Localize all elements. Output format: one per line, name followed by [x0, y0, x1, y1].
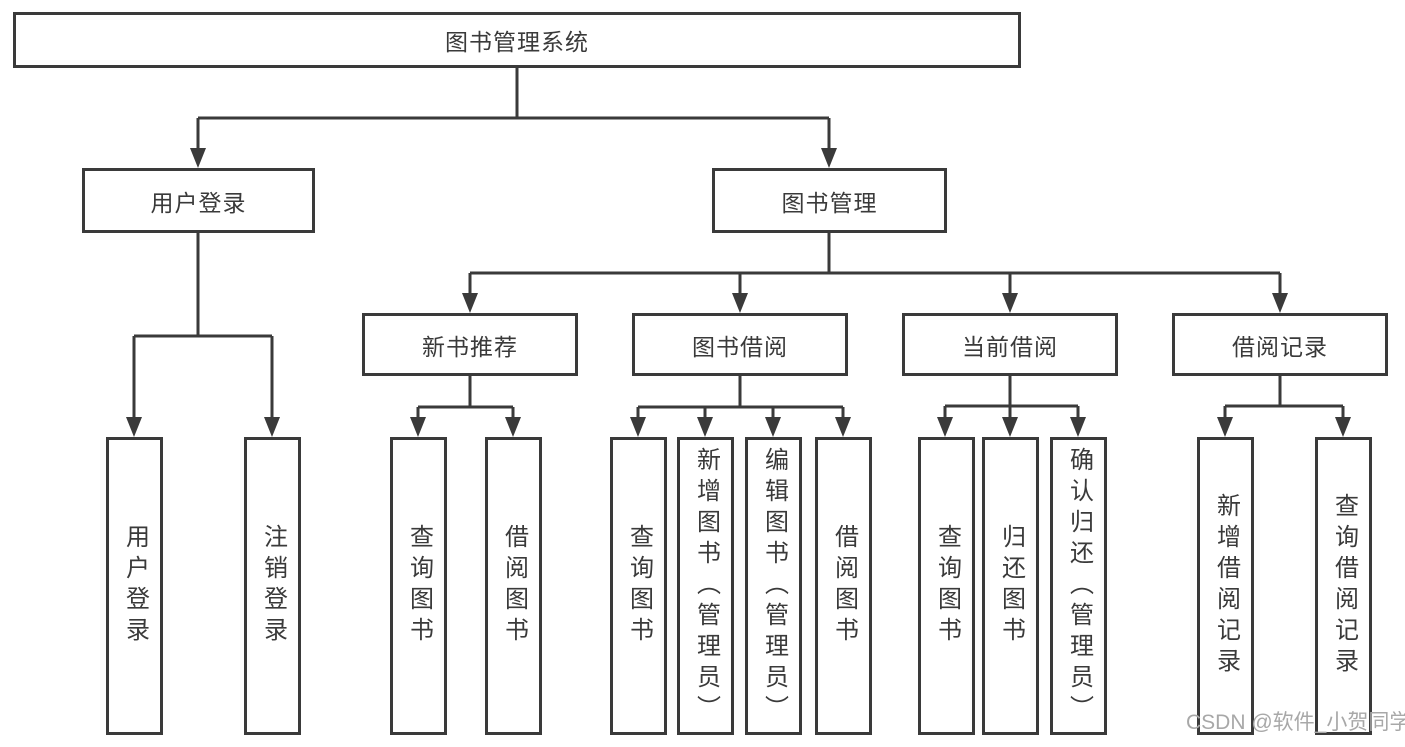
- connector-user-login-children: [132, 233, 274, 420]
- node-borrowing-records: 借阅记录: [1172, 313, 1388, 376]
- leaf-label: 编辑图书（管理员）: [760, 446, 788, 726]
- arrow-icon: [462, 293, 478, 313]
- node-leaf-query-books-3: 查询图书: [918, 437, 975, 735]
- arrow-icon: [190, 148, 206, 168]
- node-leaf-query-borrow-record: 查询借阅记录: [1315, 437, 1372, 735]
- arrow-icon: [505, 417, 521, 437]
- watermark: CSDN @软件_小贺同学: [1186, 711, 1405, 734]
- node-leaf-confirm-return-admin: 确认归还（管理员）: [1050, 437, 1107, 735]
- leaf-label: 借阅图书: [830, 524, 858, 648]
- node-leaf-edit-books-admin: 编辑图书（管理员）: [745, 437, 802, 735]
- node-leaf-user-login: 用户登录: [106, 437, 163, 735]
- arrow-icon: [1002, 417, 1018, 437]
- arrow-icon: [821, 148, 837, 168]
- leaf-label: 新增图书（管理员）: [692, 446, 720, 726]
- leaf-label: 归还图书: [997, 524, 1025, 648]
- connector-book-borrowing-children: [636, 376, 845, 420]
- arrow-icon: [1002, 293, 1018, 313]
- leaf-label: 查询图书: [933, 524, 961, 648]
- arrow-icon: [264, 417, 280, 437]
- arrow-icon: [126, 417, 142, 437]
- node-book-management: 图书管理: [712, 168, 947, 233]
- arrow-icon: [1217, 417, 1233, 437]
- node-book-borrowing: 图书借阅: [632, 313, 848, 376]
- connector-book-management-children: [468, 233, 1282, 296]
- connector-borrowing-records-children: [1223, 376, 1345, 420]
- node-leaf-borrow-books-2: 借阅图书: [815, 437, 872, 735]
- leaf-label: 借阅图书: [500, 524, 528, 648]
- node-leaf-query-books-1: 查询图书: [390, 437, 447, 735]
- leaf-label: 查询图书: [405, 524, 433, 648]
- node-user-login-label: 用户登录: [150, 189, 247, 216]
- leaf-label: 注销登录: [259, 524, 287, 648]
- node-leaf-query-books-2: 查询图书: [610, 437, 667, 735]
- arrow-icon: [697, 417, 713, 437]
- arrow-icon: [835, 417, 851, 437]
- node-root-label: 图书管理系统: [445, 29, 589, 55]
- arrow-icon: [765, 417, 781, 437]
- node-leaf-add-borrow-record: 新增借阅记录: [1197, 437, 1254, 735]
- arrow-icon: [937, 417, 953, 437]
- node-root: 图书管理系统: [13, 12, 1021, 68]
- leaf-label: 查询借阅记录: [1330, 493, 1358, 679]
- arrow-icon: [1070, 417, 1086, 437]
- node-book-borrowing-label: 图书借阅: [692, 333, 788, 360]
- leaf-label: 新增借阅记录: [1212, 493, 1240, 679]
- node-book-management-label: 图书管理: [781, 189, 878, 216]
- node-leaf-return-books: 归还图书: [982, 437, 1039, 735]
- node-borrowing-records-label: 借阅记录: [1232, 333, 1328, 360]
- leaf-label: 确认归还（管理员）: [1065, 446, 1093, 726]
- arrow-icon: [732, 293, 748, 313]
- arrowheads: [126, 148, 1351, 437]
- arrow-icon: [410, 417, 426, 437]
- leaf-label: 用户登录: [121, 524, 149, 648]
- arrow-icon: [1272, 293, 1288, 313]
- connector-root-to-level2: [196, 68, 831, 150]
- node-new-book-recommend-label: 新书推荐: [422, 333, 518, 360]
- node-user-login: 用户登录: [82, 168, 315, 233]
- node-leaf-add-books-admin: 新增图书（管理员）: [677, 437, 734, 735]
- node-new-book-recommend: 新书推荐: [362, 313, 578, 376]
- node-leaf-logout: 注销登录: [244, 437, 301, 735]
- node-current-borrowing-label: 当前借阅: [962, 333, 1058, 360]
- connector-current-borrowing-children: [943, 376, 1080, 420]
- connector-new-book-recommend-children: [416, 376, 515, 420]
- arrow-icon: [1335, 417, 1351, 437]
- node-current-borrowing: 当前借阅: [902, 313, 1118, 376]
- arrow-icon: [630, 417, 646, 437]
- leaf-label: 查询图书: [625, 524, 653, 648]
- node-leaf-borrow-books-1: 借阅图书: [485, 437, 542, 735]
